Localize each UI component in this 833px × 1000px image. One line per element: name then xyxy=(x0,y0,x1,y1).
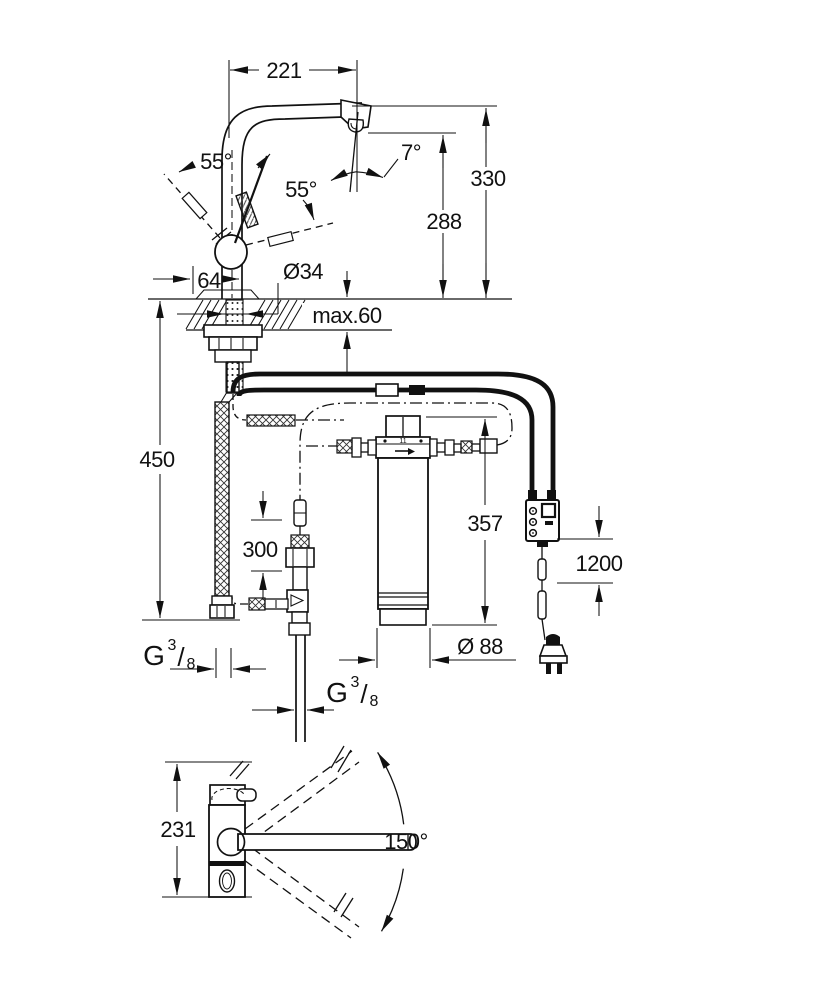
thread-slash: / xyxy=(360,679,368,709)
filter-cartridge xyxy=(377,457,429,610)
handle-lever-alt-front xyxy=(245,222,334,246)
dim-300: 300 xyxy=(242,491,282,600)
swivel-position-lower xyxy=(243,859,352,939)
dim-g38-supply: G 3 / 8 xyxy=(143,637,266,678)
hose-hot xyxy=(230,371,556,490)
quick-connector xyxy=(479,438,498,454)
filter-head-mark: 11 xyxy=(399,438,406,445)
swivel-position-upper xyxy=(244,750,353,830)
thread-slash: / xyxy=(177,642,185,672)
installation-view: 450 xyxy=(139,301,623,742)
dim-330: 330 xyxy=(352,105,506,298)
dim-body-width: 64 xyxy=(197,268,221,293)
spray-hose xyxy=(232,394,344,427)
dim-base-diameter: Ø34 xyxy=(283,259,323,284)
dim-g38-valve: G 3 / 8 xyxy=(252,674,379,714)
valve-assembly xyxy=(231,499,315,742)
control-unit xyxy=(525,490,568,674)
aerator-top xyxy=(236,788,257,802)
dim-filter-height: 357 xyxy=(467,511,502,536)
hose-connector-2 xyxy=(409,385,425,395)
dim-dia88: Ø 88 xyxy=(339,628,516,668)
dim-supply-hose-length: 450 xyxy=(139,447,174,472)
thread-numerator: 3 xyxy=(351,674,360,691)
dim-64: 64 xyxy=(153,266,239,294)
dim-450: 450 xyxy=(139,301,240,621)
thread-letter: G xyxy=(143,640,165,671)
hose-joint-tick xyxy=(211,227,228,241)
dim-filter-hose-length: 300 xyxy=(242,537,277,562)
dim-max60: max.60 xyxy=(302,271,394,372)
dim-height-total: 330 xyxy=(470,166,505,191)
faucet-base xyxy=(194,289,261,300)
dim-counter-thickness: max.60 xyxy=(312,303,381,328)
top-view: 231 150° xyxy=(160,745,428,939)
thread-numerator: 3 xyxy=(168,637,177,654)
dim-handle-angle-front: 55° xyxy=(285,177,317,202)
thread-denominator: 8 xyxy=(187,656,196,673)
handle-ball xyxy=(214,234,248,270)
dim-357: 357 xyxy=(426,416,503,626)
outlet-angle-annotation: 7° xyxy=(330,60,422,193)
spout-pivot xyxy=(216,827,246,857)
handle-lever xyxy=(233,155,269,244)
thread-denominator: 8 xyxy=(370,693,379,710)
filter-unit: 11 xyxy=(306,415,498,626)
mounting-flange xyxy=(203,324,263,338)
dim-dia34: Ø34 xyxy=(177,259,324,318)
handle-grip xyxy=(235,191,259,229)
control-display xyxy=(540,502,557,519)
check-valve xyxy=(285,547,315,568)
tee-valve xyxy=(286,589,309,613)
dim-height-outlet: 288 xyxy=(426,209,461,234)
swivel-arc: 150° xyxy=(377,752,428,932)
filter-hose-loop xyxy=(299,402,513,500)
thread-letter: G xyxy=(326,677,348,708)
dim-swivel-angle: 150° xyxy=(384,829,428,854)
dim-288: 288 xyxy=(368,132,462,298)
dim-outlet-angle: 7° xyxy=(401,140,421,165)
dim-231: 231 xyxy=(160,764,196,895)
aerator xyxy=(347,118,365,133)
dim-top-view-depth: 231 xyxy=(160,817,195,842)
front-view: 7° 221 330 288 xyxy=(148,56,512,394)
supply-hose-nut xyxy=(209,604,235,619)
supply-hose xyxy=(209,391,239,619)
dim-spout-reach: 221 xyxy=(266,58,301,83)
power-plug xyxy=(546,634,560,645)
dim-1200: 1200 xyxy=(557,506,623,616)
faucet-spout xyxy=(221,102,363,161)
hose-cold xyxy=(236,387,535,490)
dim-handle-angle-side: 55° xyxy=(200,149,232,174)
mixed-water-hoses xyxy=(230,371,556,490)
mounting-shank xyxy=(203,299,263,394)
spout-arm-top xyxy=(237,833,417,851)
faucet xyxy=(163,99,372,300)
mounting-nut xyxy=(208,336,258,351)
dim-221: 221 xyxy=(228,56,356,138)
dim-filter-diameter: Ø 88 xyxy=(457,634,503,659)
hose-connector xyxy=(375,383,399,397)
dim-cable-length: 1200 xyxy=(576,551,623,576)
tilt-line xyxy=(349,111,359,193)
